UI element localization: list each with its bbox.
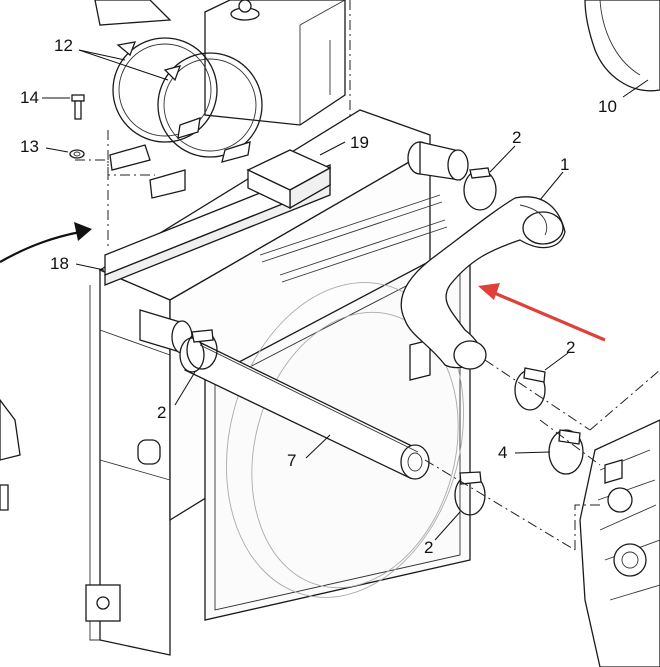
callout-7: 7: [287, 451, 296, 470]
callout-2-bottom: 2: [424, 538, 433, 557]
callout-12: 12: [54, 36, 73, 55]
mounting-bands: [109, 37, 263, 199]
leader-lines: [42, 49, 649, 541]
callout-4: 4: [498, 443, 507, 462]
callout-13: 13: [20, 137, 39, 156]
hose-clamps: [186, 167, 584, 516]
assembly-center-lines: [75, 0, 660, 551]
engine-block: [579, 419, 660, 667]
black-pointer-arrow-icon: [0, 222, 92, 263]
lower-radiator-hose-7: [179, 337, 430, 480]
callout-labels: 1 2 2 2 2 4 7 10 12 13 14 18 19: [20, 36, 617, 557]
callout-2-right: 2: [566, 338, 575, 357]
callout-19: 19: [350, 133, 369, 152]
callout-14: 14: [20, 88, 39, 107]
callout-1: 1: [560, 155, 569, 174]
callout-2-top: 2: [512, 128, 521, 147]
red-highlight-arrow-icon: [478, 283, 606, 342]
callout-2-left: 2: [157, 403, 166, 422]
air-filter-10: [584, 0, 660, 92]
bolt-and-washer: [69, 94, 85, 159]
callout-10: 10: [598, 97, 617, 116]
upper-bracket: [94, 0, 172, 26]
upper-radiator-hose-1: [400, 196, 566, 370]
callout-18: 18: [50, 254, 69, 273]
coolant-reservoir: [204, 0, 346, 126]
seal-block-19: [246, 149, 332, 210]
left-side-fragment: [0, 398, 21, 511]
